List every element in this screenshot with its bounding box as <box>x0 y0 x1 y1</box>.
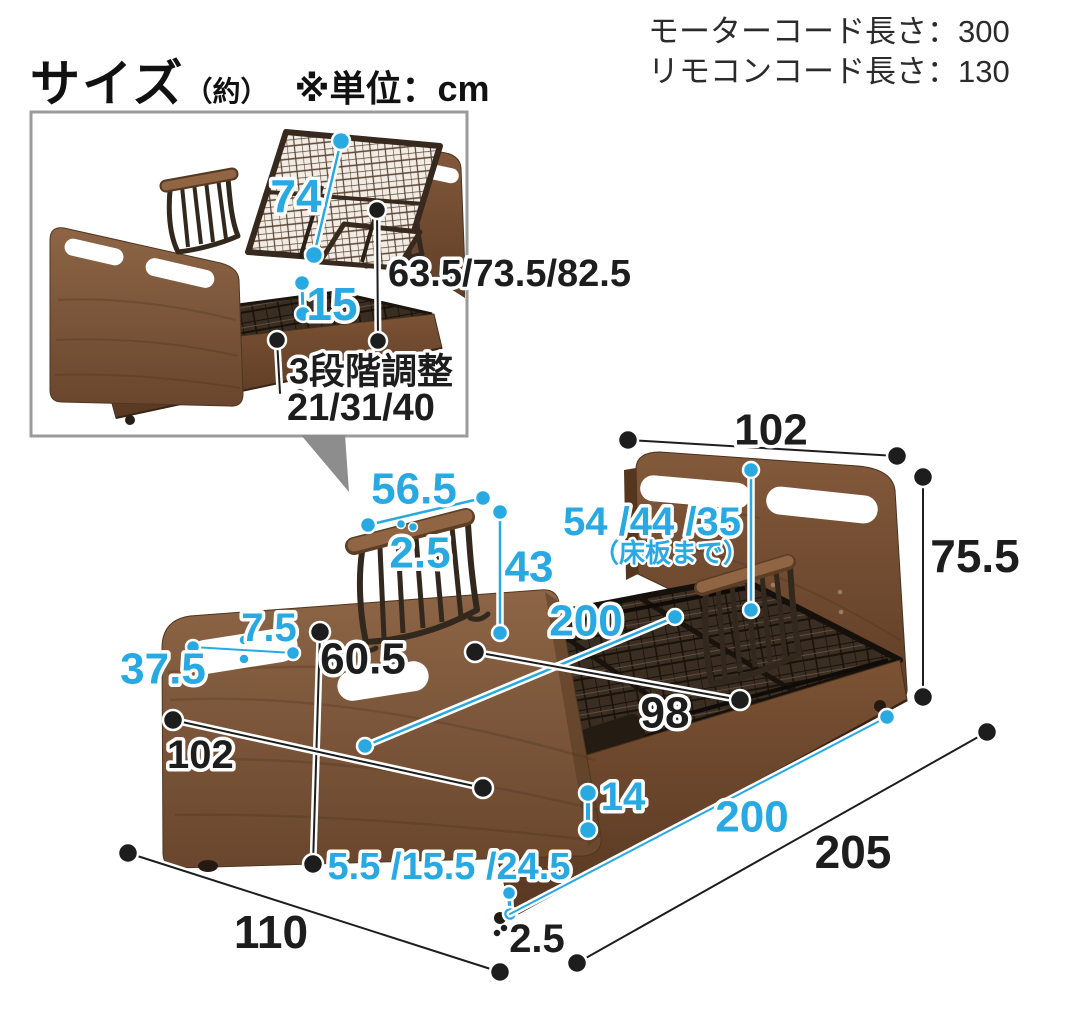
dim-endpoint-dot <box>303 244 325 266</box>
dim-line <box>576 731 988 964</box>
dim-endpoint-dot <box>367 330 389 352</box>
dim-label: 37.5 <box>120 645 206 694</box>
dim-label: 98 <box>641 689 690 738</box>
dim-label: 205 <box>815 826 892 878</box>
dim-endpoint-dot <box>355 736 375 756</box>
dim-endpoint-dot <box>885 444 909 468</box>
dim-label: 102 <box>734 406 807 455</box>
title-approx: （約） <box>184 76 269 107</box>
dim-point-dot <box>238 634 250 646</box>
dim-endpoint-dot <box>293 304 313 324</box>
dim-line <box>627 439 898 457</box>
dim-point-dot <box>499 923 509 933</box>
dim-endpoint-dot <box>308 620 332 644</box>
dim-label: 2.5 <box>389 529 450 578</box>
dim-endpoint-dot <box>577 819 599 841</box>
dim-endpoint-dot <box>500 884 518 902</box>
dim-line <box>474 651 741 701</box>
dim-point-dot <box>492 928 502 938</box>
dim-endpoint-dot <box>975 720 999 744</box>
dim-point-dot <box>238 653 250 665</box>
dim-endpoint-dot <box>330 130 352 152</box>
dim-endpoint-dot <box>728 688 752 712</box>
dim-label: 15 <box>306 278 357 330</box>
dim-label: 43 <box>505 543 554 592</box>
dim-endpoint-dot <box>266 329 288 351</box>
dim-endpoint-dot <box>184 638 202 656</box>
dim-label: （床板まで） <box>593 538 749 568</box>
main-bed-illustration <box>161 451 908 924</box>
dim-endpoint-dot <box>577 782 599 804</box>
dim-line <box>192 646 294 654</box>
dim-endpoint-dot <box>161 708 185 732</box>
title-text: サイズ <box>30 56 185 112</box>
dim-endpoint-dot <box>471 776 495 800</box>
dim-line <box>312 139 343 257</box>
dim-line <box>363 615 677 748</box>
page-title: サイズ（約） ※単位：cm <box>30 44 490 116</box>
dim-endpoint-dot <box>877 707 897 727</box>
dim-endpoint-dot <box>488 960 512 984</box>
callout-wedge <box>301 435 349 492</box>
dim-endpoint-dot <box>292 273 312 293</box>
dim-endpoint-dot <box>490 623 510 643</box>
dim-label: 200 <box>715 793 788 842</box>
dim-label: 54 /44 /35 <box>563 500 741 544</box>
dim-label: 5.5 /15.5 /24.5 <box>328 846 571 888</box>
motor-cord-length: モーターコード長さ：300 <box>648 14 1010 49</box>
dim-label: 7.5 <box>241 606 297 650</box>
dim-endpoint-dot <box>741 600 761 620</box>
title-unit: ※単位：cm <box>294 68 490 109</box>
dim-point-dot <box>407 521 419 533</box>
dim-endpoint-dot <box>665 607 685 627</box>
dim-endpoint-dot <box>473 488 493 508</box>
dim-endpoint-dot <box>366 199 388 221</box>
remote-cord-length: リモコンコード長さ：130 <box>648 54 1010 89</box>
dim-label: 63.5/73.5/82.5 <box>388 253 631 295</box>
dim-line <box>172 719 484 789</box>
dim-label: 3段階調整 <box>289 351 453 392</box>
dim-endpoint-dot <box>565 951 589 975</box>
dim-line <box>127 852 501 973</box>
dim-endpoint-dot <box>284 644 302 662</box>
dim-endpoint-dot <box>911 685 935 709</box>
dim-label: 14 <box>601 775 646 819</box>
dim-endpoint-dot <box>463 640 487 664</box>
dim-endpoint-dot <box>490 502 510 522</box>
inset-bed-illustration <box>49 129 465 425</box>
dim-endpoint-dot <box>911 465 935 489</box>
dim-line <box>509 716 888 915</box>
dim-endpoint-dot <box>741 460 761 480</box>
cord-length-info: モーターコード長さ：300 リモコンコード長さ：130 <box>648 12 1010 92</box>
dim-label: 2.5 <box>509 917 565 961</box>
dim-endpoint-dot <box>616 428 640 452</box>
dim-label: 56.5 <box>371 465 457 514</box>
dim-endpoint-dot <box>358 515 378 535</box>
dim-label: 74 <box>270 170 322 222</box>
dim-label: 21/31/40 <box>287 387 435 429</box>
dim-label: 110 <box>234 906 308 958</box>
dim-endpoint-dot <box>301 852 325 876</box>
dim-line <box>376 209 379 342</box>
dim-label: 75.5 <box>930 530 1020 582</box>
dim-label: 200 <box>549 597 622 646</box>
dim-label: 102 <box>167 733 234 777</box>
dim-endpoint-dot <box>116 841 140 865</box>
dim-point-dot <box>395 518 407 530</box>
dim-line <box>366 496 485 527</box>
dim-label: 60.5 <box>320 635 406 684</box>
